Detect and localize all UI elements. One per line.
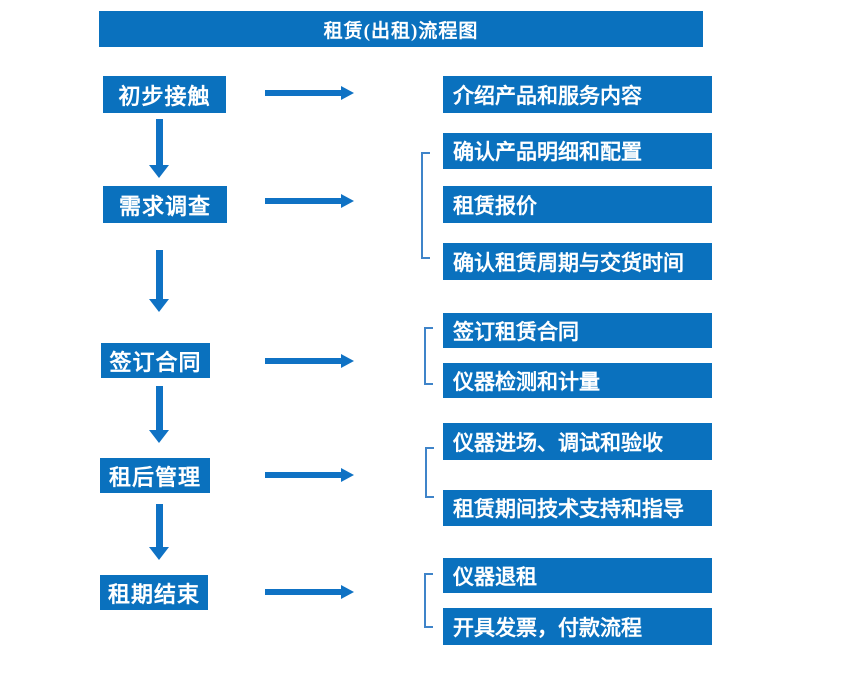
bracket-post-rental: [425, 447, 434, 498]
detail-box-confirm-product-config: 确认产品明细和配置: [443, 133, 712, 169]
down-arrow-4: [149, 504, 169, 560]
detail-box-instrument-return: 仪器退租: [443, 558, 712, 593]
right-arrow-head-icon: [341, 585, 354, 599]
down-arrow-shaft: [155, 504, 163, 547]
bracket-demand-survey: [421, 152, 430, 259]
down-arrow-1: [149, 119, 169, 178]
down-arrow-head-icon: [149, 299, 169, 312]
right-arrow-3: [265, 354, 354, 368]
right-arrow-shaft: [265, 472, 341, 478]
down-arrow-3: [149, 386, 169, 443]
down-arrow-head-icon: [149, 547, 169, 560]
down-arrow-head-icon: [149, 430, 169, 443]
right-arrow-shaft: [265, 589, 341, 595]
down-arrow-shaft: [155, 386, 163, 430]
step-box-initial-contact: 初步接触: [103, 76, 226, 113]
right-arrow-5: [265, 585, 354, 599]
flowchart-title: 租赁(出租)流程图: [99, 11, 703, 47]
right-arrow-shaft: [265, 90, 341, 96]
down-arrow-2: [149, 250, 169, 312]
right-arrow-2: [265, 194, 354, 208]
down-arrow-shaft: [155, 119, 163, 165]
bracket-sign-contract: [424, 327, 433, 385]
right-arrow-head-icon: [341, 468, 354, 482]
right-arrow-shaft: [265, 358, 341, 364]
right-arrow-head-icon: [341, 354, 354, 368]
detail-box-sign-rental-contract: 签订租赁合同: [443, 313, 712, 348]
detail-box-instrument-inspection: 仪器检测和计量: [443, 363, 712, 398]
step-box-demand-survey: 需求调查: [103, 186, 227, 223]
step-box-rental-end: 租期结束: [100, 575, 208, 610]
right-arrow-4: [265, 468, 354, 482]
right-arrow-head-icon: [341, 194, 354, 208]
detail-box-confirm-period-delivery: 确认租赁周期与交货时间: [443, 243, 712, 280]
detail-box-rental-quote: 租赁报价: [443, 186, 712, 223]
detail-box-invoice-payment: 开具发票，付款流程: [443, 608, 712, 645]
right-arrow-1: [265, 86, 354, 100]
step-box-post-rental-management: 租后管理: [100, 458, 210, 493]
down-arrow-head-icon: [149, 165, 169, 178]
right-arrow-shaft: [265, 198, 341, 204]
detail-box-introduce-products: 介绍产品和服务内容: [443, 76, 712, 113]
bracket-rental-end: [424, 573, 433, 628]
right-arrow-head-icon: [341, 86, 354, 100]
step-box-sign-contract: 签订合同: [101, 343, 210, 378]
detail-box-instrument-setup-acceptance: 仪器进场、调试和验收: [443, 423, 712, 460]
detail-box-tech-support: 租赁期间技术支持和指导: [443, 490, 712, 526]
down-arrow-shaft: [155, 250, 163, 299]
